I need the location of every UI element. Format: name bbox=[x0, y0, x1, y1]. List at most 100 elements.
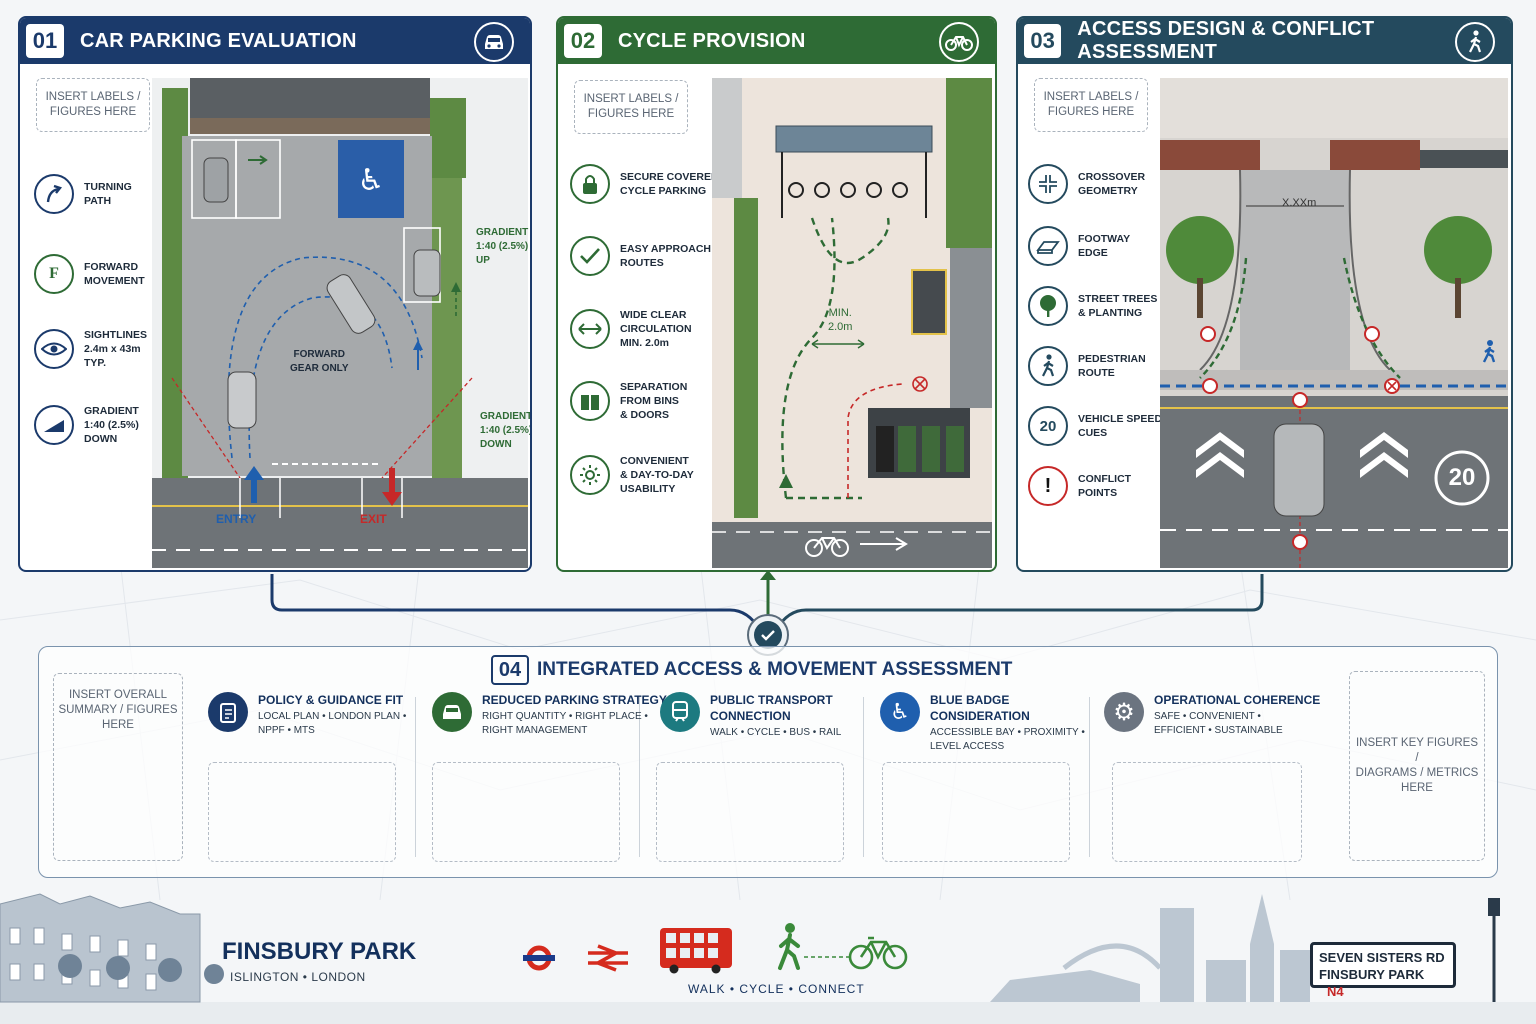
panel-1-title: CAR PARKING EVALUATION bbox=[80, 29, 357, 52]
panel-car-parking: 01 CAR PARKING EVALUATION INSERT LABELS … bbox=[18, 16, 532, 572]
figure-placeholder bbox=[208, 762, 396, 862]
train-icon bbox=[660, 692, 700, 732]
manoeuvring-car bbox=[326, 274, 376, 334]
car-park-site-plan: ♿ bbox=[152, 78, 528, 568]
feature-forward-movement: F FORWARD MOVEMENT bbox=[34, 254, 145, 294]
footer-place-sub: ISLINGTON • LONDON bbox=[230, 970, 366, 984]
feature-label: TURNING PATH bbox=[84, 181, 132, 207]
panel-3-header: 03 ACCESS DESIGN & CONFLICT ASSESSMENT bbox=[1018, 18, 1511, 64]
feature-street-trees: STREET TREES & PLANTING bbox=[1028, 286, 1157, 326]
feature-conflict-points: ! CONFLICT POINTS bbox=[1028, 466, 1131, 506]
figure-placeholder bbox=[882, 762, 1070, 862]
insert-labels-placeholder: INSERT LABELS / FIGURES HERE bbox=[1034, 78, 1148, 132]
clipboard-icon bbox=[208, 692, 248, 732]
gradient-ramp-icon bbox=[34, 405, 74, 445]
london-skyline-illustration bbox=[0, 893, 1536, 1024]
sun-icon bbox=[570, 455, 610, 495]
panel-access-design: 03 ACCESS DESIGN & CONFLICT ASSESSMENT I… bbox=[1016, 16, 1513, 572]
feature-label: GRADIENT 1:40 (2.5%) DOWN bbox=[84, 405, 139, 445]
kerb-icon bbox=[1028, 226, 1068, 266]
summary-reduced-parking: REDUCED PARKING STRATEGY RIGHT QUANTITY •… bbox=[432, 692, 667, 738]
panel-4-title: INTEGRATED ACCESS & MOVEMENT ASSESSMENT bbox=[537, 659, 1013, 680]
panel-3-title: ACCESS DESIGN & CONFLICT ASSESSMENT bbox=[1077, 18, 1375, 63]
feature-separation-bins: SEPARATION FROM BINS & DOORS bbox=[570, 380, 687, 422]
summary-subtitle: WALK • CYCLE • BUS • RAIL bbox=[710, 727, 842, 738]
figure-placeholder bbox=[1112, 762, 1302, 862]
crossover-icon bbox=[1028, 164, 1068, 204]
feature-label: CROSSOVER GEOMETRY bbox=[1078, 171, 1146, 197]
footer-tagline: WALK • CYCLE • CONNECT bbox=[688, 982, 865, 996]
wheelchair-icon: ♿ bbox=[880, 692, 920, 732]
min-width-label: MIN. 2.0m bbox=[828, 307, 853, 333]
street-name-sign: SEVEN SISTERS RD FINSBURY PARK N4 bbox=[1310, 942, 1456, 999]
feature-gradient: GRADIENT 1:40 (2.5%) DOWN bbox=[34, 404, 139, 446]
summary-subtitle: ACCESSIBLE BAY • PROXIMITY • LEVEL ACCES… bbox=[930, 727, 1085, 752]
walking-person-icon bbox=[774, 922, 802, 972]
parked-car bbox=[413, 249, 441, 297]
panel-cycle-provision: 02 CYCLE PROVISION INSERT LABELS / FIGUR… bbox=[556, 16, 997, 572]
feature-label: VEHICLE SPEED CUES bbox=[1078, 413, 1163, 439]
feature-easy-approach: EASY APPROACH ROUTES bbox=[570, 236, 711, 276]
summary-title: PUBLIC TRANSPORT CONNECTION bbox=[710, 693, 833, 723]
gradient-up-label: GRADIENT 1:40 (2.5%) UP bbox=[476, 227, 529, 266]
feature-label: SIGHTLINES 2.4m x 43m TYP. bbox=[84, 329, 148, 369]
parked-car bbox=[203, 157, 229, 203]
feature-convenient-usability: CONVENIENT & DAY-TO-DAY USABILITY bbox=[570, 454, 694, 496]
gradient-down-label: GRADIENT 1:40 (2.5%) DOWN bbox=[480, 411, 532, 450]
national-rail-icon bbox=[586, 944, 630, 972]
panel-3-number: 03 bbox=[1024, 24, 1062, 58]
summary-title: REDUCED PARKING STRATEGY bbox=[482, 693, 667, 707]
bicycle-icon bbox=[939, 22, 979, 62]
gear-icon: ⚙ bbox=[1104, 692, 1144, 732]
panel-2-title: CYCLE PROVISION bbox=[618, 29, 806, 52]
feature-label: SECURE COVERED CYCLE PARKING bbox=[620, 171, 719, 197]
feature-label: FORWARD MOVEMENT bbox=[84, 261, 145, 287]
tree-icon bbox=[1028, 286, 1068, 326]
panel-4-number: 04 bbox=[491, 655, 529, 685]
figure-placeholder bbox=[656, 762, 844, 862]
feature-label: PEDESTRIAN ROUTE bbox=[1078, 353, 1146, 379]
walking-person-icon bbox=[1028, 346, 1068, 386]
exiting-car bbox=[227, 371, 257, 429]
street-sign-line1: SEVEN SISTERS RD bbox=[1319, 950, 1445, 965]
feature-label: SEPARATION FROM BINS & DOORS bbox=[620, 381, 688, 421]
panel-1-number: 01 bbox=[26, 24, 64, 58]
summary-title: POLICY & GUIDANCE FIT bbox=[258, 693, 404, 707]
feature-label: WIDE CLEAR CIRCULATION MIN. 2.0m bbox=[620, 309, 692, 349]
double-arrow-icon bbox=[570, 309, 610, 349]
feature-vehicle-speed: 20 VEHICLE SPEED CUES bbox=[1028, 406, 1162, 446]
feature-turning-path: TURNING PATH bbox=[34, 174, 132, 214]
feature-label: CONFLICT POINTS bbox=[1078, 473, 1132, 499]
panel-2-number: 02 bbox=[564, 24, 602, 58]
speed-limit-marking: 20 bbox=[1448, 464, 1476, 491]
car-icon bbox=[432, 692, 472, 732]
feature-label: FOOTWAY EDGE bbox=[1078, 233, 1131, 259]
feature-footway-edge: FOOTWAY EDGE bbox=[1028, 226, 1130, 266]
panel-2-header: 02 CYCLE PROVISION bbox=[558, 18, 995, 64]
feature-label: STREET TREES & PLANTING bbox=[1078, 293, 1158, 319]
red-bus-icon bbox=[658, 926, 734, 974]
underground-roundel-icon bbox=[522, 944, 556, 972]
turning-arrow-icon bbox=[34, 174, 74, 214]
forward-gear-only-label: FORWARD GEAR ONLY bbox=[290, 349, 349, 374]
street-sign-line2: FINSBURY PARK bbox=[1319, 967, 1425, 982]
pedestrian-icon bbox=[1455, 22, 1495, 62]
dashed-link bbox=[804, 956, 850, 958]
panel-1-header: 01 CAR PARKING EVALUATION bbox=[20, 18, 530, 64]
panel-4-header: 04 INTEGRATED ACCESS & MOVEMENT ASSESSME… bbox=[491, 655, 1012, 685]
cycle-site-plan bbox=[712, 78, 992, 568]
summary-blue-badge: ♿ BLUE BADGE CONSIDERATION ACCESSIBLE BAY… bbox=[880, 692, 1085, 754]
feature-crossover-geometry: CROSSOVER GEOMETRY bbox=[1028, 164, 1145, 204]
exclamation-icon: ! bbox=[1028, 466, 1068, 506]
summary-title: BLUE BADGE CONSIDERATION bbox=[930, 693, 1030, 723]
eye-icon bbox=[34, 329, 74, 369]
exit-label: EXIT bbox=[360, 512, 387, 526]
footer-place-name: FINSBURY PARK bbox=[222, 938, 417, 965]
summary-subtitle: SAFE • CONVENIENT • EFFICIENT • SUSTAINA… bbox=[1154, 711, 1283, 736]
dimension-label: X.XXm bbox=[1282, 197, 1317, 209]
summary-subtitle: RIGHT QUANTITY • RIGHT PLACE • RIGHT MAN… bbox=[482, 711, 648, 736]
summary-public-transport: PUBLIC TRANSPORT CONNECTION WALK • CYCLE … bbox=[660, 692, 841, 740]
forward-f-icon: F bbox=[34, 254, 74, 294]
feature-label: CONVENIENT & DAY-TO-DAY USABILITY bbox=[620, 455, 694, 495]
